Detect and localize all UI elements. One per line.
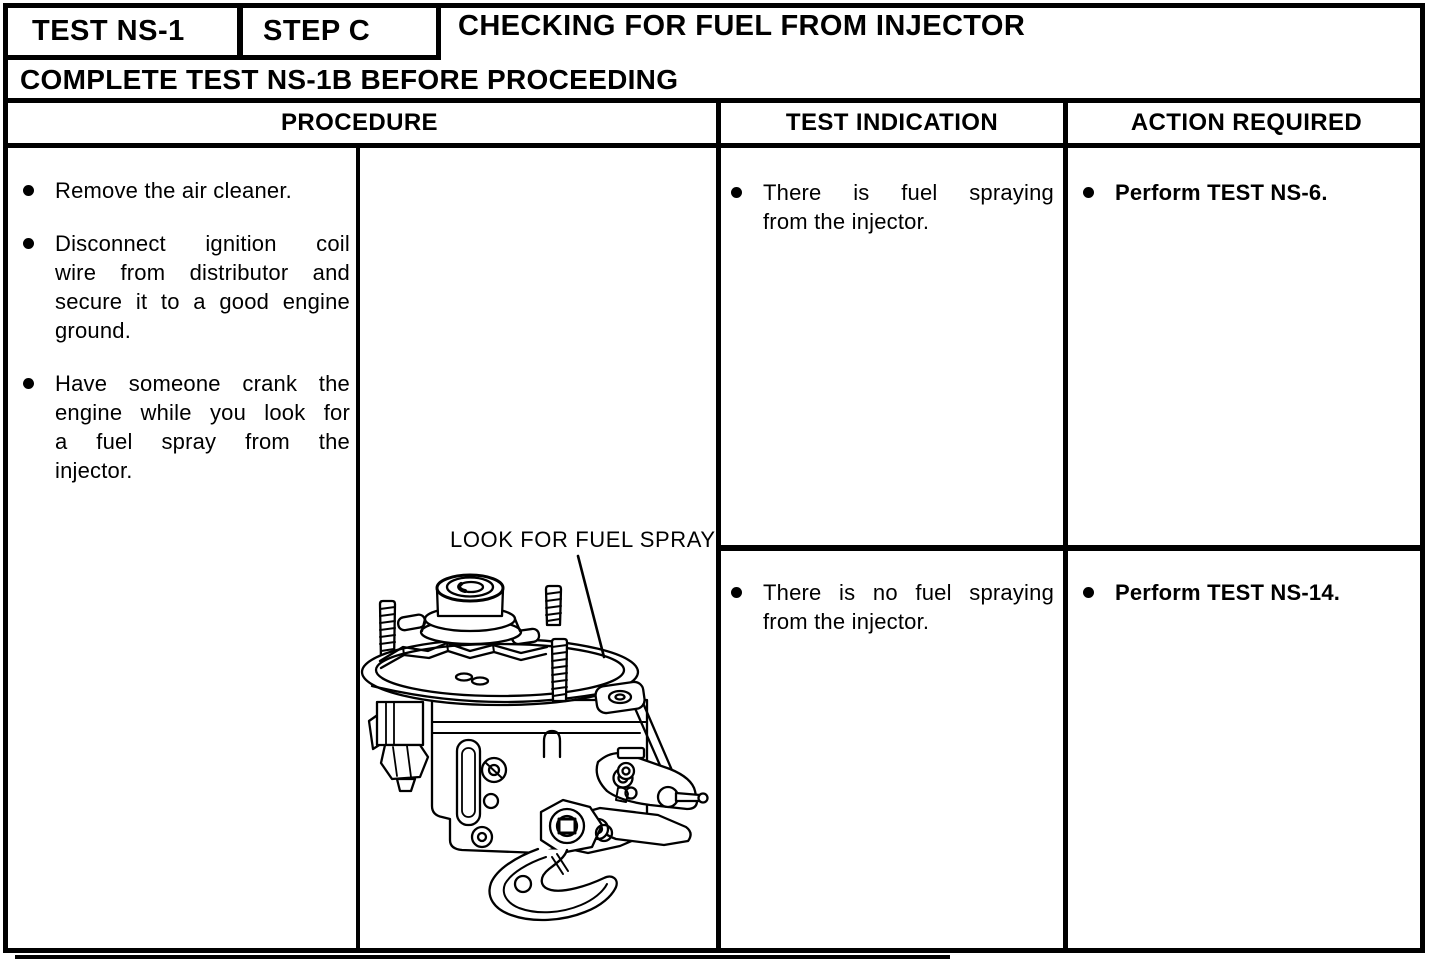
scan-artifact-line bbox=[15, 955, 950, 959]
throttle-body-figure bbox=[360, 554, 709, 922]
step-label: STEP C bbox=[263, 15, 371, 47]
figure-leader-line bbox=[576, 554, 606, 659]
rule-procedure-figure bbox=[356, 148, 360, 953]
rule-under-prerequisite bbox=[3, 98, 1425, 103]
procedure-step-text: Remove the air cleaner. bbox=[55, 178, 292, 203]
rule-row-divider bbox=[716, 545, 1425, 551]
rule-procedure-indication bbox=[716, 98, 721, 953]
column-header-procedure: PROCEDURE bbox=[281, 109, 438, 136]
test-id-label: TEST NS-1 bbox=[32, 15, 185, 47]
action-row-1: Perform TEST NS-6. bbox=[1078, 178, 1420, 207]
rule-indication-action bbox=[1063, 98, 1068, 953]
bullet-icon bbox=[726, 578, 763, 636]
procedure-step: Remove the air cleaner. bbox=[18, 176, 350, 205]
action-text: Perform TEST NS-6. bbox=[1115, 180, 1328, 205]
table-outer-border bbox=[3, 3, 1425, 953]
step-cell: STEP C bbox=[238, 3, 441, 60]
action-text: Perform TEST NS-14. bbox=[1115, 580, 1341, 605]
rule-under-headers bbox=[3, 143, 1425, 148]
bullet-icon bbox=[18, 229, 55, 345]
prerequisite-note: COMPLETE TEST NS-1B BEFORE PROCEEDING bbox=[20, 64, 679, 95]
column-header-action-required: ACTION REQUIRED bbox=[1130, 109, 1363, 136]
column-header-test-indication: TEST INDICATION bbox=[785, 109, 999, 136]
page-title: CHECKING FOR FUEL FROM INJECTOR bbox=[458, 10, 1026, 42]
action-row-2: Perform TEST NS-14. bbox=[1078, 578, 1420, 607]
bullet-icon bbox=[18, 176, 55, 205]
procedure-step-list: Remove the air cleaner. Disconnect ignit… bbox=[18, 176, 350, 485]
bullet-icon bbox=[1078, 178, 1115, 207]
figure-callout-label: LOOK FOR FUEL SPRAY bbox=[450, 527, 716, 552]
bullet-icon bbox=[726, 178, 763, 236]
bullet-icon bbox=[18, 369, 55, 485]
test-id-cell: TEST NS-1 bbox=[3, 3, 242, 60]
bullet-icon bbox=[1078, 578, 1115, 607]
